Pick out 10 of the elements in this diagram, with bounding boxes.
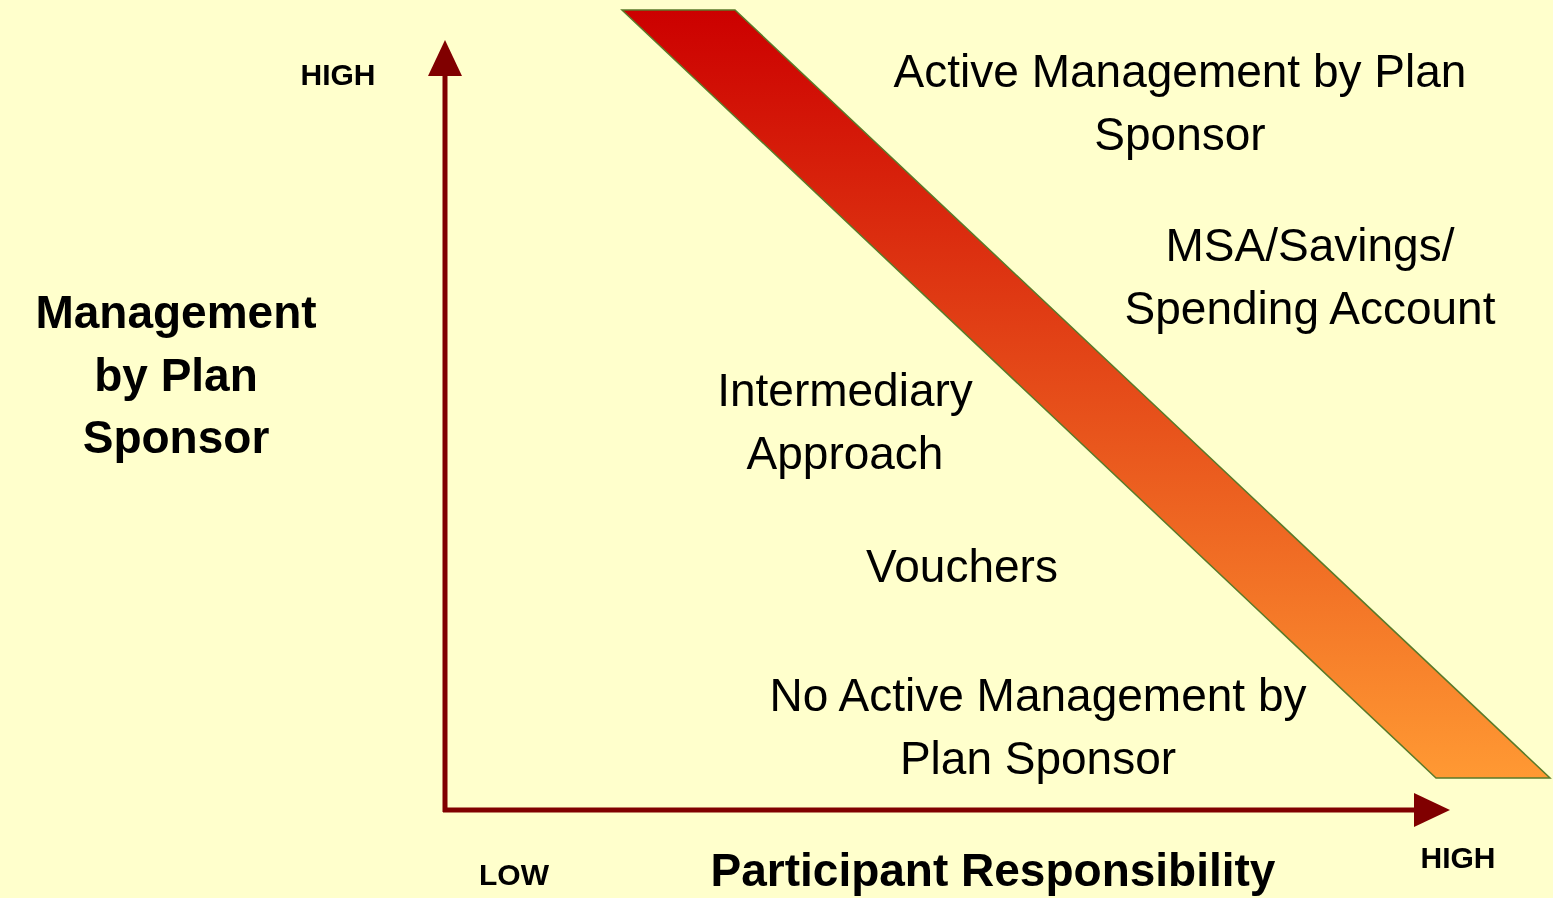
axis-end-label: HIGH [299,56,377,93]
axis-end-label: HIGH [1419,839,1497,876]
axis-title: Participant Responsibility [709,842,1277,898]
region-label: MSA/Savings/ Spending Account [1123,218,1497,336]
axis-end-label: LOW [478,856,550,893]
region-label: No Active Management by Plan Sponsor [768,668,1308,786]
region-label: Active Management by Plan Sponsor [892,44,1468,162]
region-label: Intermediary Approach [716,363,974,481]
region-label: Vouchers [865,538,1059,594]
axis-title: Management by Plan Sponsor [34,285,318,466]
